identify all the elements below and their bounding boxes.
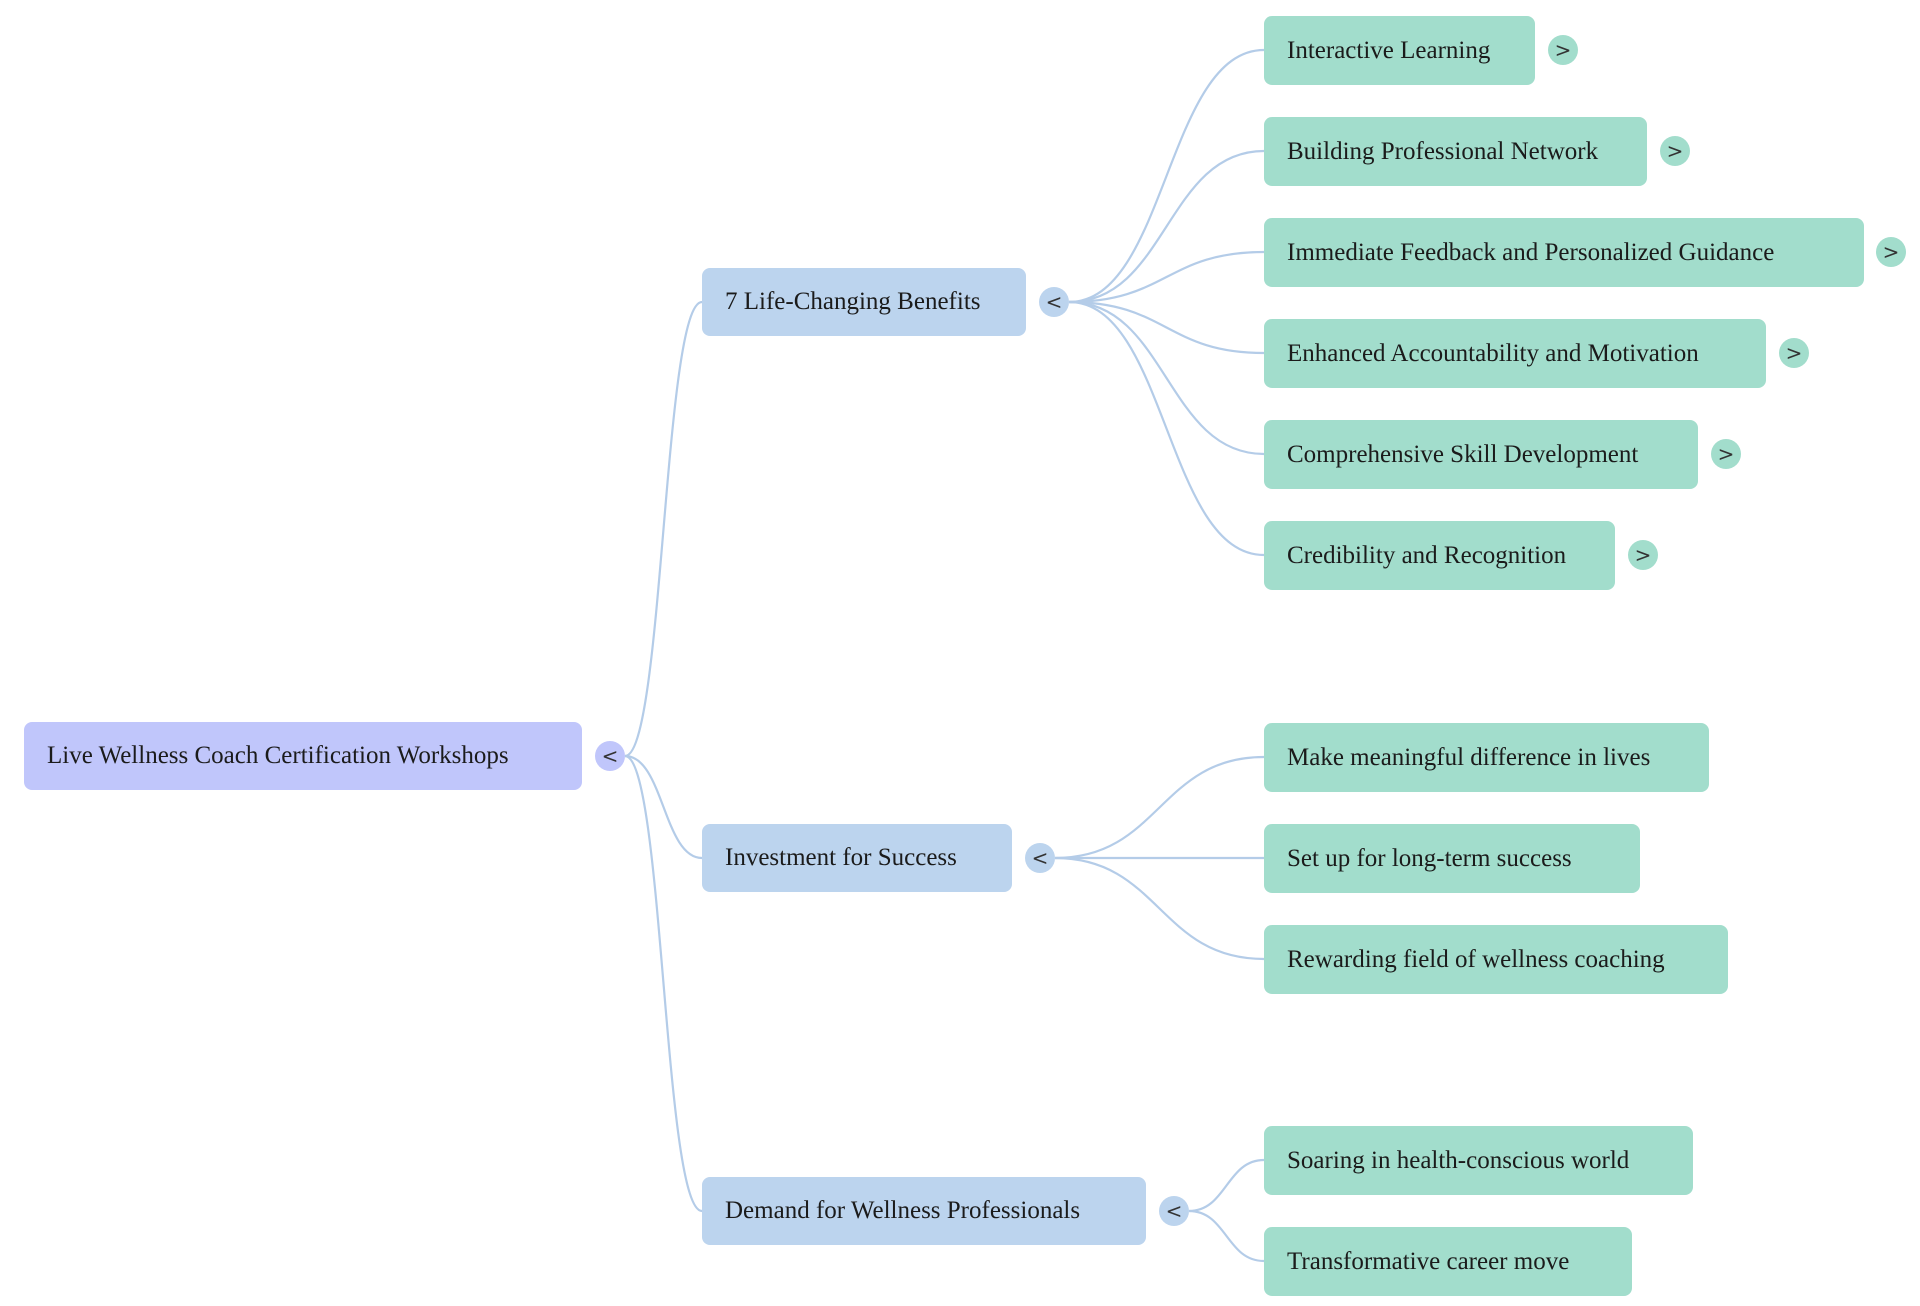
leaf-node[interactable]: Rewarding field of wellness coaching — [1264, 925, 1728, 994]
leaf-node[interactable]: Set up for long-term success — [1264, 824, 1640, 893]
branch-leaf-link — [1068, 300, 1265, 557]
leaf-node-label: Building Professional Network — [1287, 137, 1599, 165]
root-branch-link — [624, 300, 703, 758]
leaf-node-label: Transformative career move — [1287, 1247, 1570, 1275]
leaf-node[interactable]: Enhanced Accountability and Motivation — [1264, 319, 1766, 388]
root-node[interactable]: Live Wellness Coach Certification Worksh… — [24, 722, 582, 790]
branch-node-benefits[interactable]: 7 Life-Changing Benefits — [702, 268, 1026, 336]
leaf-node[interactable]: Transformative career move — [1264, 1227, 1632, 1296]
branch-node-label: Investment for Success — [725, 844, 957, 871]
branch-leaf-link — [1068, 300, 1265, 456]
leaf-node-label: Credibility and Recognition — [1287, 541, 1567, 569]
leaf-node-label: Interactive Learning — [1287, 36, 1491, 64]
root-branch-link — [624, 754, 703, 1213]
branch-node-demand[interactable]: Demand for Wellness Professionals — [702, 1177, 1146, 1245]
leaf-expand-toggle[interactable]: > — [1660, 136, 1690, 166]
leaf-node-label: Comprehensive Skill Development — [1287, 440, 1639, 468]
branch-leaf-link — [1188, 1209, 1265, 1263]
branch-leaf-link — [1068, 250, 1265, 304]
leaf-node-label: Make meaningful difference in lives — [1287, 743, 1651, 771]
branch-leaf-link — [1054, 755, 1265, 860]
leaf-expand-toggle[interactable]: > — [1628, 540, 1658, 570]
branch-leaf-link — [1068, 48, 1265, 304]
root-node-label: Live Wellness Coach Certification Worksh… — [47, 742, 509, 769]
leaf-node-label: Enhanced Accountability and Motivation — [1287, 339, 1699, 367]
root-collapse-toggle[interactable]: < — [595, 741, 625, 771]
leaf-node[interactable]: Soaring in health-conscious world — [1264, 1126, 1693, 1195]
root-branch-link — [624, 754, 703, 860]
leaf-node[interactable]: Interactive Learning — [1264, 16, 1535, 85]
leaf-node[interactable]: Comprehensive Skill Development — [1264, 420, 1698, 489]
branch-node-label: 7 Life-Changing Benefits — [725, 288, 981, 315]
leaf-node[interactable]: Credibility and Recognition — [1264, 521, 1615, 590]
leaf-expand-toggle[interactable]: > — [1876, 237, 1906, 267]
branch-leaf-link — [1054, 856, 1265, 961]
branch-collapse-toggle[interactable]: < — [1039, 287, 1069, 317]
leaf-expand-toggle[interactable]: > — [1548, 35, 1578, 65]
leaf-node[interactable]: Make meaningful difference in lives — [1264, 723, 1709, 792]
leaf-expand-toggle[interactable]: > — [1779, 338, 1809, 368]
branch-leaf-link — [1068, 149, 1265, 304]
branch-collapse-toggle[interactable]: < — [1159, 1196, 1189, 1226]
branch-collapse-toggle[interactable]: < — [1025, 843, 1055, 873]
branch-node-label: Demand for Wellness Professionals — [725, 1197, 1081, 1224]
branch-leaf-link — [1188, 1158, 1265, 1213]
leaf-node[interactable]: Building Professional Network — [1264, 117, 1647, 186]
branch-node-investment[interactable]: Investment for Success — [702, 824, 1012, 892]
leaf-node-label: Rewarding field of wellness coaching — [1287, 945, 1665, 973]
leaf-node-label: Soaring in health-conscious world — [1287, 1146, 1630, 1174]
leaf-node-label: Set up for long-term success — [1287, 844, 1572, 872]
leaf-node[interactable]: Immediate Feedback and Personalized Guid… — [1264, 218, 1864, 287]
leaf-node-label: Immediate Feedback and Personalized Guid… — [1287, 238, 1775, 266]
leaf-expand-toggle[interactable]: > — [1711, 439, 1741, 469]
branch-leaf-link — [1068, 300, 1265, 355]
